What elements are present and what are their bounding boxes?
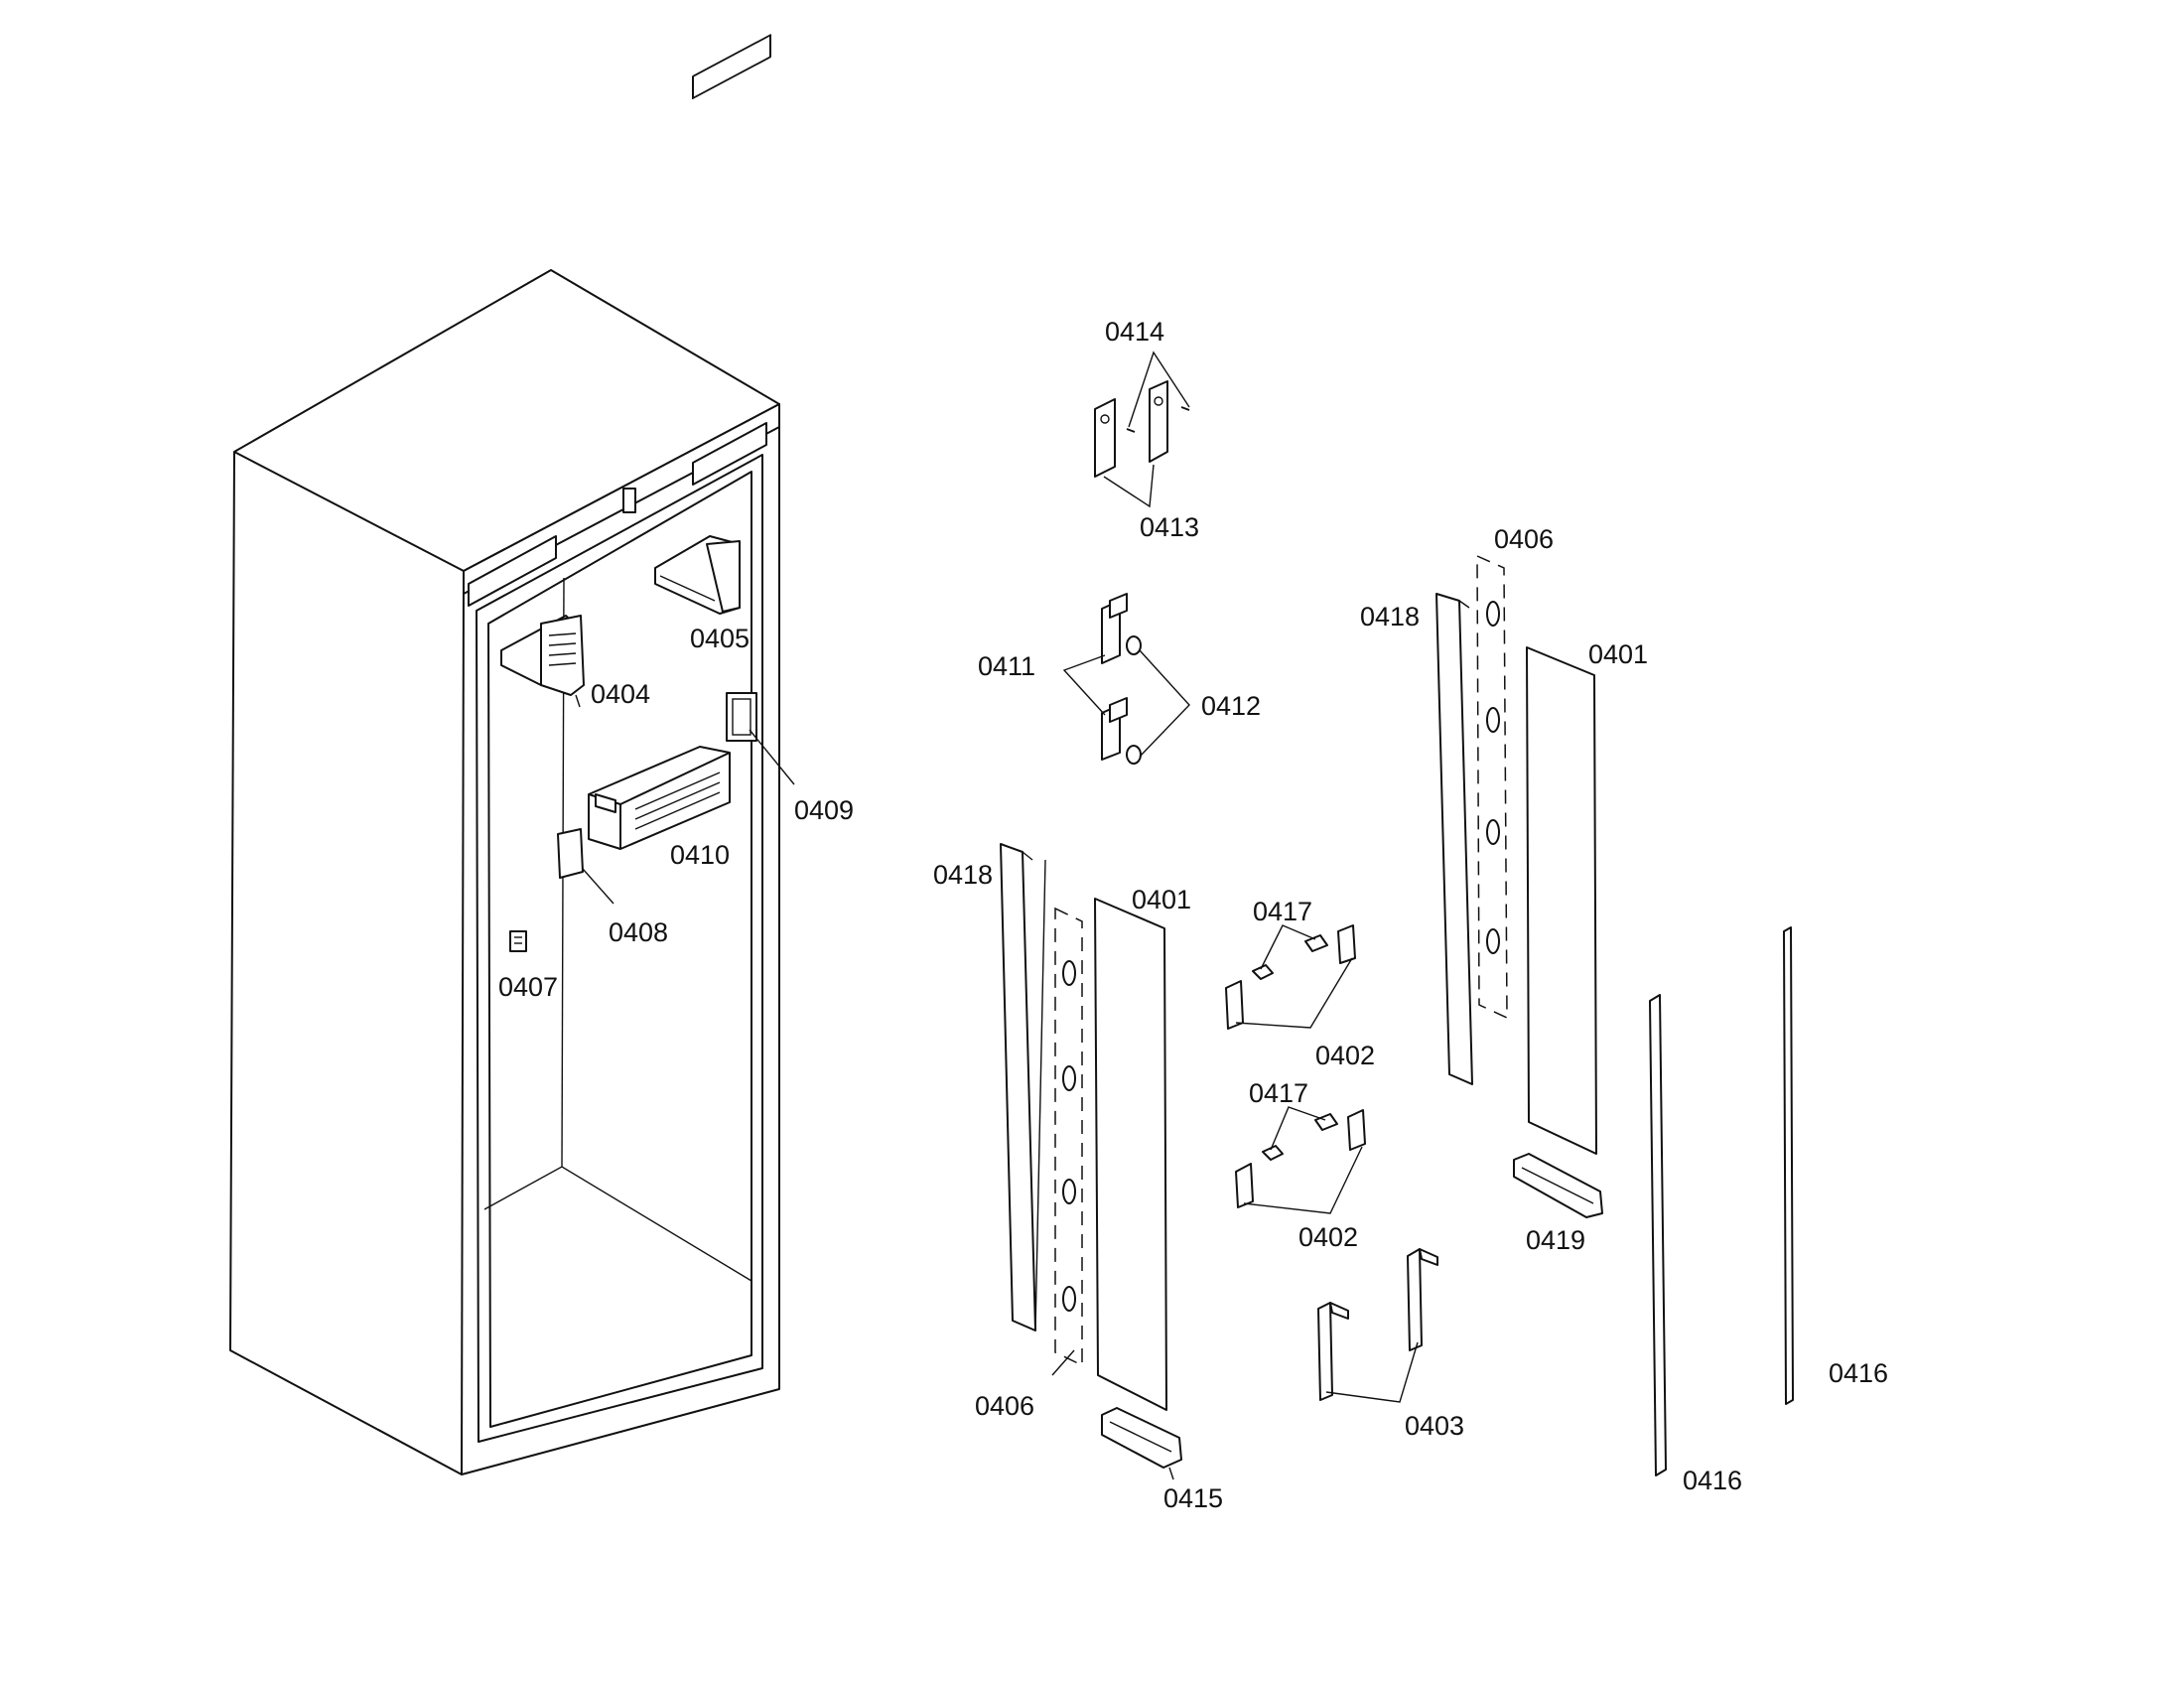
part-0406-left-hooks: [1054, 907, 1083, 1367]
cabinet-housing: [229, 34, 780, 1475]
label-0415: 0415: [1163, 1483, 1223, 1513]
part-0410-housing: [588, 746, 731, 850]
part-0418-right-trim: [1435, 593, 1473, 1085]
label-0406-left: 0406: [975, 1391, 1034, 1421]
label-0412: 0412: [1201, 691, 1261, 721]
label-0401-right: 0401: [1588, 639, 1648, 669]
part-0404-bracket: [500, 615, 585, 696]
label-0403: 0403: [1405, 1411, 1464, 1441]
hook-mark: [1486, 819, 1500, 845]
part-0402-upper-brackets: [1225, 924, 1356, 1030]
label-0402-lower: 0402: [1298, 1222, 1358, 1252]
part-0415-bracket: [1101, 1407, 1182, 1469]
hook-mark: [1062, 1286, 1076, 1312]
part-0413-hinge-plates: [1094, 380, 1168, 478]
part-0401-right-panel: [1526, 646, 1597, 1155]
label-0417-upper: 0417: [1253, 897, 1312, 926]
part-0414-screws: [1126, 406, 1190, 433]
label-0409: 0409: [794, 795, 854, 825]
part-0411-brackets: [1101, 593, 1128, 761]
hook-mark: [1062, 960, 1076, 986]
label-0406-right: 0406: [1494, 524, 1554, 554]
part-0416-strip-right: [1783, 926, 1794, 1405]
part-0419-bracket: [1513, 1153, 1603, 1218]
part-0412-clips: [1126, 635, 1142, 765]
hook-mark: [1486, 928, 1500, 954]
part-0417-upper-pads: [1252, 934, 1328, 980]
part-0409-plate: [726, 692, 757, 742]
hook-mark: [1062, 1065, 1076, 1091]
label-0404: 0404: [591, 679, 650, 709]
part-0401-left-panel: [1094, 898, 1167, 1411]
label-0418-left: 0418: [933, 860, 993, 890]
label-0411: 0411: [978, 651, 1035, 681]
label-0408: 0408: [609, 917, 668, 947]
label-0414: 0414: [1105, 317, 1164, 347]
label-0402-upper: 0402: [1315, 1041, 1375, 1070]
part-0418-left-trim: [1000, 843, 1046, 1332]
label-0401-left: 0401: [1132, 885, 1191, 914]
part-0405-bracket: [654, 535, 741, 615]
part-0403-brackets: [1317, 1248, 1438, 1401]
label-0413: 0413: [1140, 512, 1199, 542]
label-0416-right: 0416: [1829, 1358, 1888, 1388]
hook-mark: [1486, 601, 1500, 627]
part-0408-plate: [557, 828, 584, 879]
label-0417-lower: 0417: [1249, 1078, 1308, 1108]
label-0418-right: 0418: [1360, 602, 1420, 632]
part-0416-strip-left: [1649, 994, 1667, 1476]
hook-mark: [1486, 707, 1500, 733]
label-0407: 0407: [498, 972, 558, 1002]
hook-mark: [1062, 1179, 1076, 1204]
part-0402-lower-brackets: [1235, 1109, 1366, 1208]
label-0419: 0419: [1526, 1225, 1585, 1255]
label-0410: 0410: [670, 840, 730, 870]
part-0417-lower-pads: [1262, 1113, 1338, 1161]
label-0405: 0405: [690, 624, 750, 653]
part-0407-clip: [509, 930, 527, 952]
label-0416-left: 0416: [1683, 1466, 1742, 1495]
part-0406-right-hooks: [1476, 554, 1508, 1020]
